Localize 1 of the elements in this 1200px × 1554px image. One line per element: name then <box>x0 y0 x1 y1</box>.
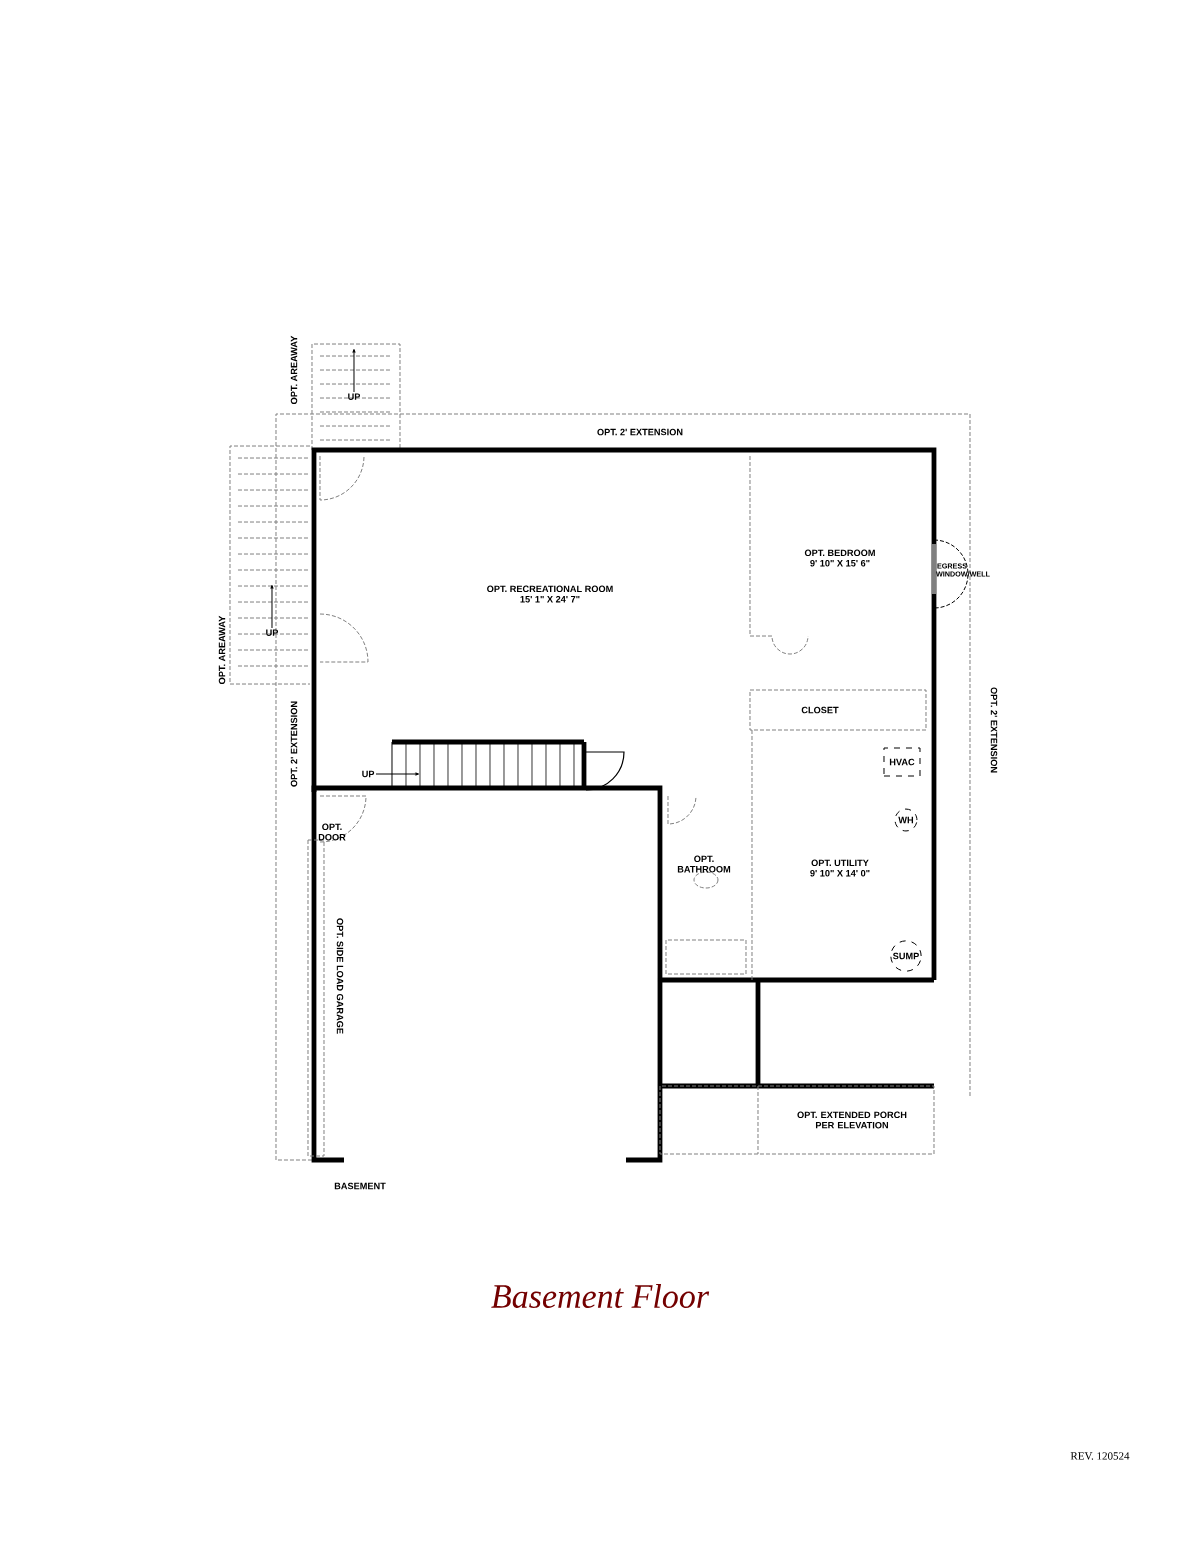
floor-title: Basement Floor <box>491 1284 710 1308</box>
